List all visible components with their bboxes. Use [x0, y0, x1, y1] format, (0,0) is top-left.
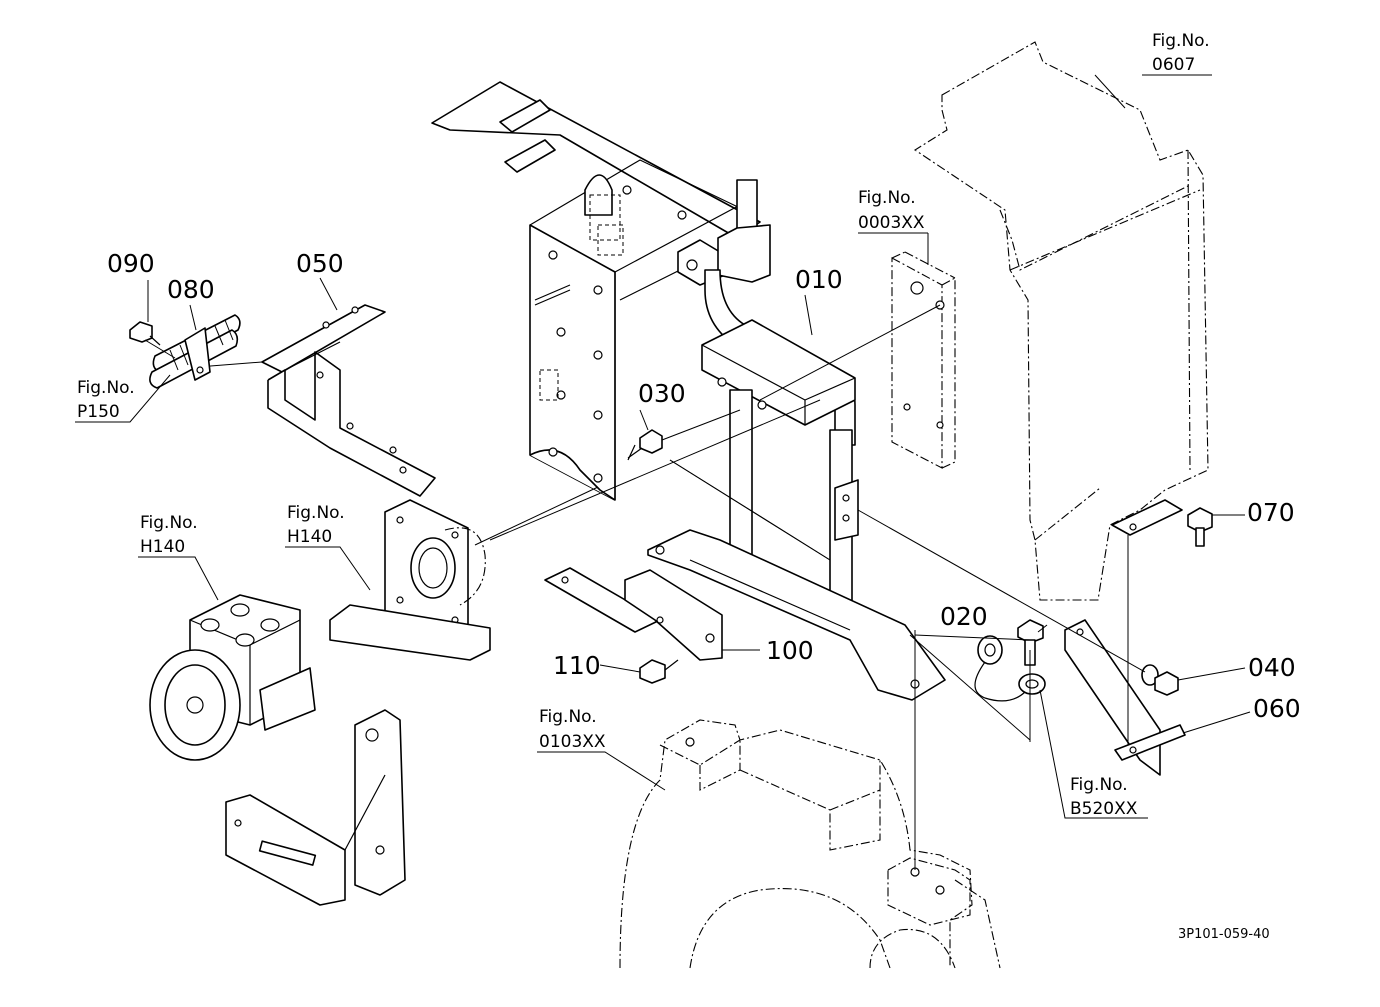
- bolt-090: [129, 321, 176, 359]
- leader-lines: [75, 74, 1251, 819]
- fig-number: H140: [140, 537, 185, 557]
- fig-number: 0003XX: [858, 213, 925, 233]
- part-number-100: 100: [766, 636, 814, 665]
- main-frame: [431, 81, 761, 501]
- plate-0003xx: [891, 251, 956, 469]
- bolt-030: [627, 409, 831, 561]
- fig-number: 0607: [1152, 55, 1195, 75]
- fig-number: H140: [287, 527, 332, 547]
- transmission-case-0103xx: [619, 630, 1001, 969]
- fig-label: Fig.No.: [539, 707, 597, 727]
- part-number-040: 040: [1248, 653, 1296, 682]
- part-number-060: 060: [1253, 694, 1301, 723]
- fig-label: Fig.No.: [858, 188, 916, 208]
- bracket-050: [184, 304, 436, 497]
- fig-number: B520XX: [1070, 799, 1138, 819]
- fig-number: P150: [77, 402, 120, 422]
- assembly-lines: [489, 304, 1031, 742]
- bolt-020: [909, 619, 1046, 741]
- part-number-010: 010: [795, 265, 843, 294]
- part-number-070: 070: [1247, 498, 1295, 527]
- part-number-110: 110: [553, 651, 601, 680]
- fig-label: Fig.No.: [77, 378, 135, 398]
- figure-ref-0003xx: Fig.No. 0003XX: [858, 188, 925, 233]
- fig-label: Fig.No.: [140, 513, 198, 533]
- fig-label: Fig.No.: [287, 503, 345, 523]
- steering-bracket-h140: [225, 486, 599, 906]
- part-number-030: 030: [638, 379, 686, 408]
- figure-ref-0103xx: Fig.No. 0103XX: [539, 707, 606, 752]
- fig-label: Fig.No.: [1070, 775, 1128, 795]
- bolt-040: [857, 509, 1179, 696]
- part-number-090: 090: [107, 249, 155, 278]
- stay-060: [1064, 535, 1186, 776]
- steering-valve-h140: [149, 594, 316, 761]
- part-number-080: 080: [167, 275, 215, 304]
- figure-ref-h140-mid: Fig.No. H140: [287, 503, 345, 547]
- drawing-code: 3P101-059-40: [1178, 927, 1270, 942]
- fig-number: 0103XX: [539, 732, 606, 752]
- bracket-100: [544, 567, 723, 661]
- bolt-070: [1111, 499, 1213, 547]
- figure-ref-b520xx: Fig.No. B520XX: [1070, 775, 1138, 819]
- steering-post-010: [647, 179, 946, 701]
- part-number-050: 050: [296, 249, 344, 278]
- fig-label: Fig.No.: [1152, 31, 1210, 51]
- figure-ref-h140-left: Fig.No. H140: [140, 513, 198, 557]
- part-number-020: 020: [940, 602, 988, 631]
- hood-panel: [913, 41, 1209, 601]
- bolt-110: [639, 659, 679, 684]
- figure-ref-0607: Fig.No. 0607: [1152, 31, 1210, 75]
- figure-ref-p150: Fig.No. P150: [77, 378, 135, 422]
